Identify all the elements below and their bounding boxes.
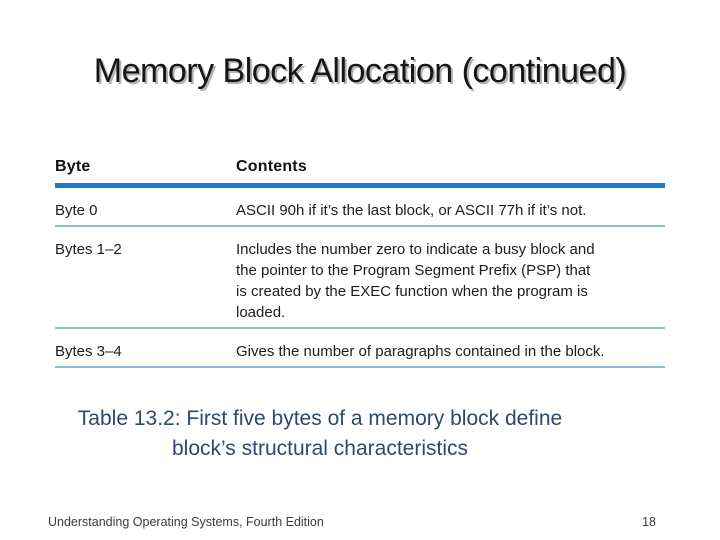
table-caption-line2: block’s structural characteristics	[171, 437, 469, 460]
footer-book-title: Understanding Operating Systems, Fourth …	[48, 515, 324, 529]
table-header-byte: Byte	[55, 158, 91, 175]
table-cell-contents-2: Gives the number of paragraphs contained…	[236, 343, 605, 360]
memory-block-table: Byte Contents Byte 0 ASCII 90h if it’s t…	[55, 158, 665, 368]
table-row: Bytes 3–4 Gives the number of paragraphs…	[55, 329, 665, 368]
table-row: Bytes 1–2 Includes the number zero to in…	[55, 227, 665, 329]
table-header-contents: Contents	[236, 158, 307, 175]
table-cell-contents-0: ASCII 90h if it’s the last block, or ASC…	[236, 202, 587, 219]
table-cell-byte-0: Byte 0	[55, 202, 98, 219]
table-cell-contents-1: Includes the number zero to indicate a b…	[236, 241, 595, 321]
table-cell-byte-1: Bytes 1–2	[55, 241, 122, 258]
slide-title: Memory Block Allocation (continued)	[93, 52, 627, 90]
table-caption-line1: Table 13.2: First five bytes of a memory…	[77, 407, 563, 430]
table-header-row: Byte Contents	[55, 158, 665, 183]
table-caption: Table 13.2: First five bytes of a memory…	[55, 404, 585, 464]
table-cell-byte-2: Bytes 3–4	[55, 343, 122, 360]
table-row: Byte 0 ASCII 90h if it’s the last block,…	[55, 188, 665, 227]
footer-page-number: 18	[642, 515, 656, 529]
slide-footer: Understanding Operating Systems, Fourth …	[48, 515, 656, 529]
table-header-rule	[55, 183, 665, 188]
